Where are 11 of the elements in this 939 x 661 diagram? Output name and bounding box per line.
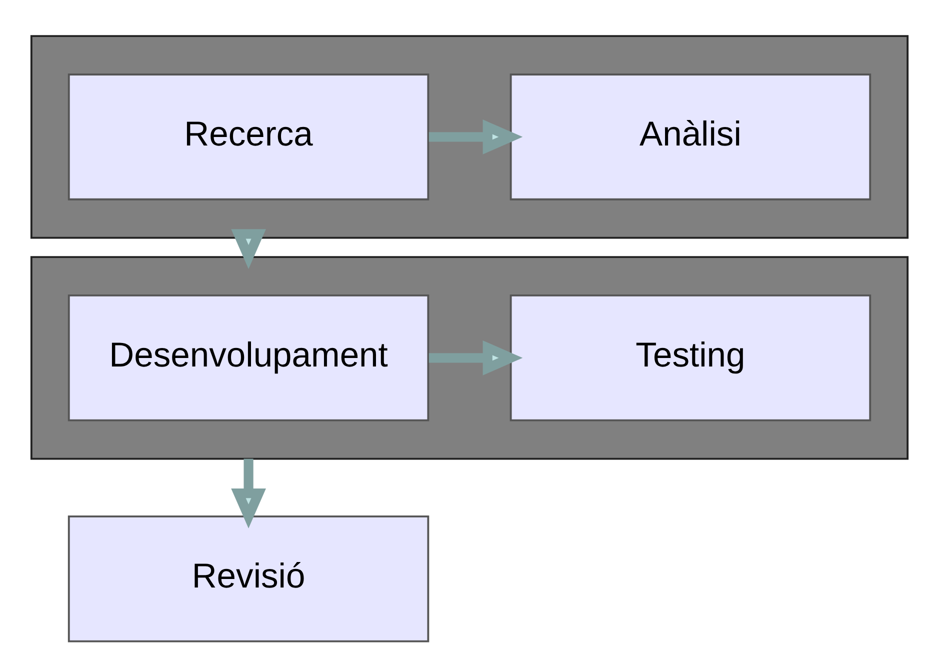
- arrow: [428, 340, 523, 375]
- node-box: Revisió: [68, 514, 430, 642]
- node-box: Anàlisi: [510, 73, 872, 200]
- arrow: [231, 458, 266, 528]
- node-box: Recerca: [68, 73, 430, 200]
- cluster: [30, 34, 909, 238]
- cluster: [30, 256, 909, 460]
- arrow: [428, 119, 523, 154]
- node-box: Testing: [510, 294, 872, 421]
- node-box: Desenvolupament: [68, 294, 430, 421]
- arrow: [231, 228, 266, 268]
